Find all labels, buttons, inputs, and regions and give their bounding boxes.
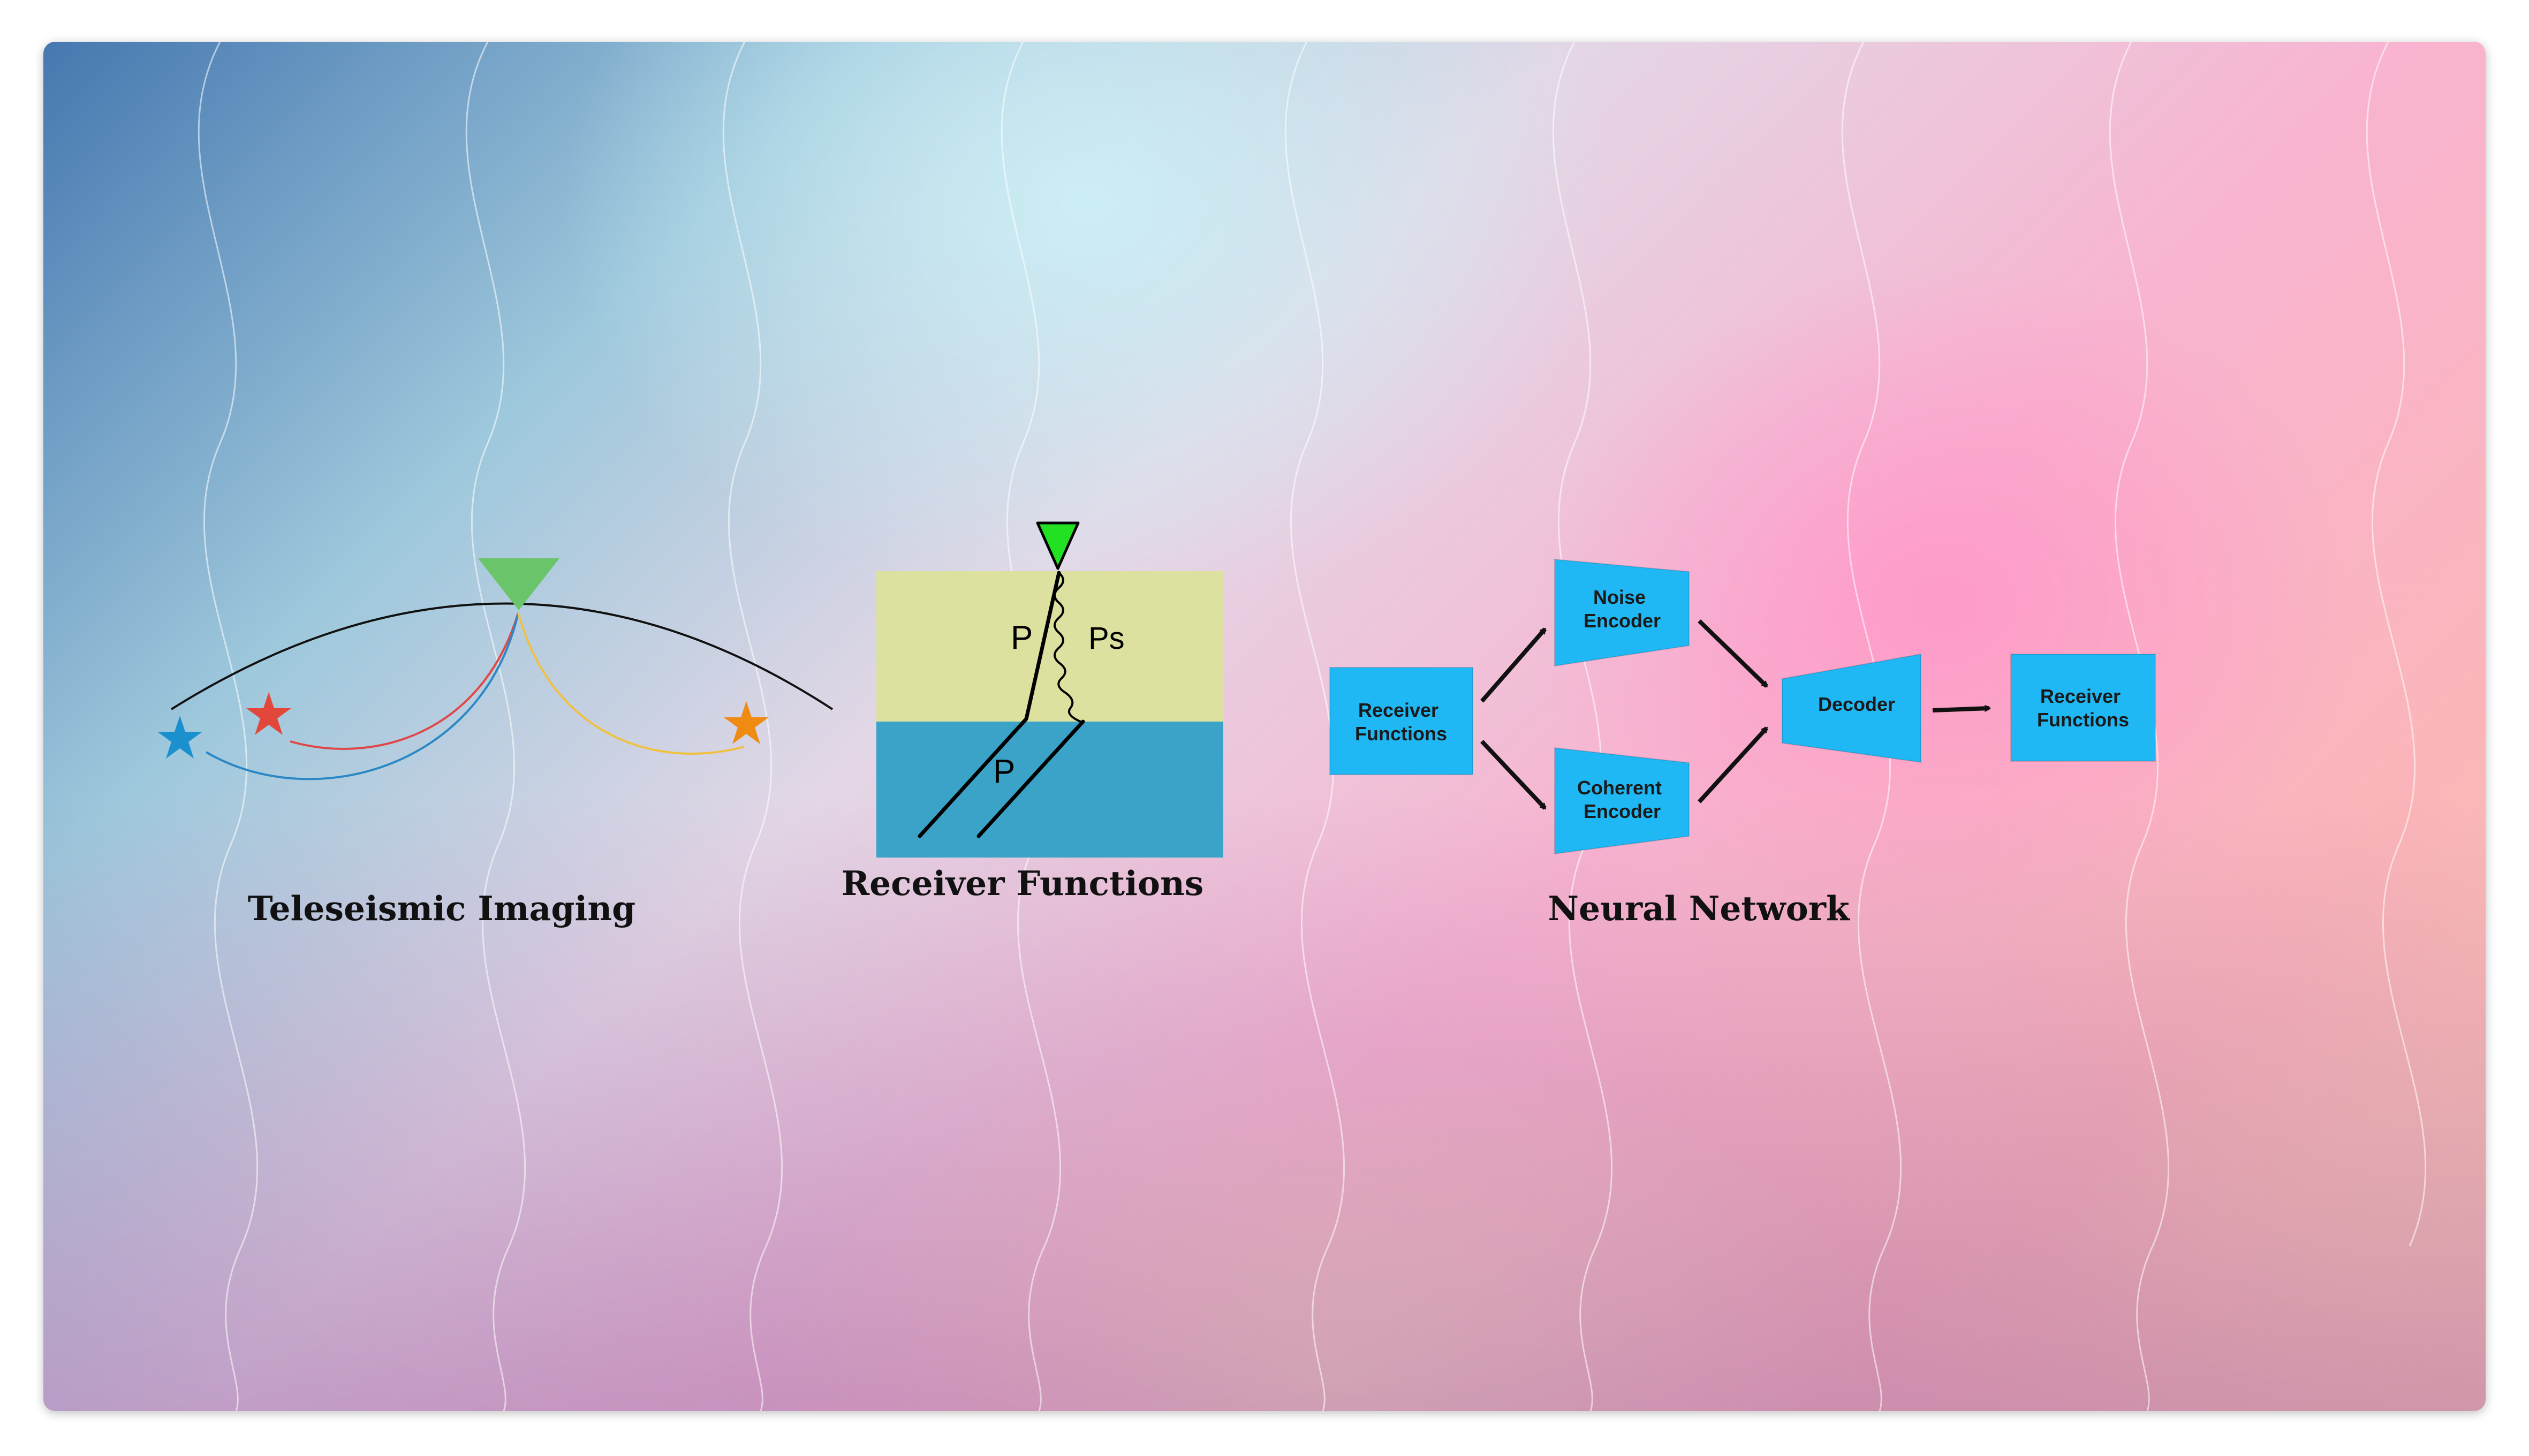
output-block xyxy=(2010,654,2156,762)
caption-teleseismic-imaging: Teleseismic Imaging xyxy=(247,889,636,928)
lower-mantle-layer xyxy=(876,722,1223,858)
output-label: Receiver Functions xyxy=(2037,685,2129,731)
label-p-upper: P xyxy=(1011,619,1033,656)
station-triangle-icon xyxy=(1036,521,1080,570)
receiver-function-diagram: P Ps P xyxy=(876,521,1223,858)
coherent-encoder-block xyxy=(1554,747,1690,855)
teleseismic-diagram xyxy=(157,558,834,780)
arrow-input-to-coherent xyxy=(1480,740,1547,810)
station-triangle-icon xyxy=(478,558,559,610)
coherent-encoder-label: Coherent Encoder xyxy=(1577,777,1667,822)
p-ray-upper xyxy=(1024,571,1061,721)
earthquake-star-orange-icon xyxy=(724,701,769,744)
upper-crust-layer xyxy=(876,571,1223,722)
earth-surface-arc xyxy=(170,602,834,710)
arrow-input-to-noise xyxy=(1480,627,1547,703)
arrow-noise-to-decoder xyxy=(1698,619,1768,688)
ps-ray-lower xyxy=(976,719,1085,838)
earthquake-star-blue-icon xyxy=(157,716,202,759)
arrow-coherent-to-decoder xyxy=(1698,726,1768,803)
neural-network-diagram: Receiver Functions Noise Encoder Coheren… xyxy=(1329,558,2156,855)
ps-ray-wiggle xyxy=(1054,572,1084,724)
input-block xyxy=(1329,667,1473,775)
ray-path-yellow xyxy=(517,612,745,755)
noise-encoder-label: Noise Encoder xyxy=(1584,586,1661,632)
label-p-lower: P xyxy=(993,753,1015,790)
decoder-label: Decoder xyxy=(1818,693,1895,715)
noise-encoder-block xyxy=(1554,558,1690,667)
input-label: Receiver Functions xyxy=(1355,699,1447,745)
caption-receiver-functions: Receiver Functions xyxy=(841,863,1204,903)
wave-pattern xyxy=(198,42,2427,1411)
earthquake-star-red-icon xyxy=(246,692,291,735)
p-ray-lower xyxy=(918,717,1028,838)
label-ps: Ps xyxy=(1088,621,1125,656)
caption-neural-network: Neural Network xyxy=(1548,889,1850,928)
ray-path-red xyxy=(290,612,519,750)
ray-path-blue xyxy=(205,612,519,780)
arrow-decoder-to-output xyxy=(1932,708,1989,712)
decoder-block xyxy=(1782,653,1921,763)
